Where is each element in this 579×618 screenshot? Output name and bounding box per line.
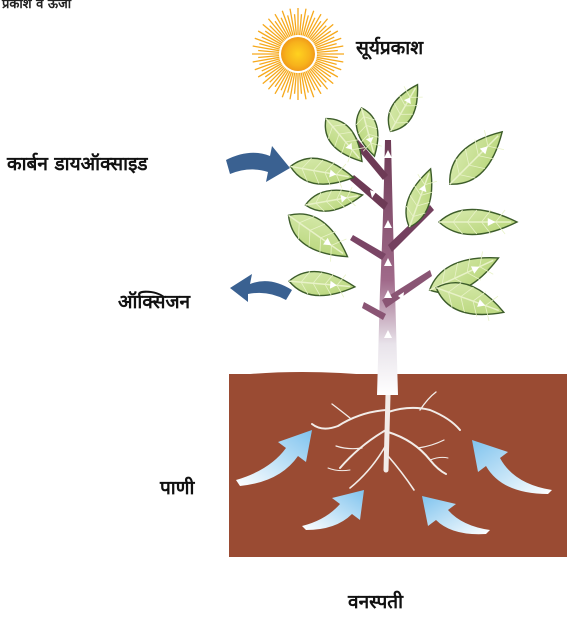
leaf <box>288 269 356 298</box>
leaf <box>440 122 513 195</box>
water-label: पाणी <box>160 474 194 500</box>
caption-label: वनस्पती <box>348 588 403 614</box>
carbon-dioxide-arrow <box>226 146 290 182</box>
leaf <box>304 185 365 215</box>
oxygen-arrow <box>230 274 292 302</box>
leaf <box>280 204 355 269</box>
sunlight-label: सूर्यप्रकाश <box>356 34 423 60</box>
carbon-dioxide-label: कार्बन डायऑक्साइड <box>7 150 148 176</box>
leaf <box>381 79 427 137</box>
leaves <box>280 79 517 325</box>
oxygen-label: ऑक्सिजन <box>118 288 190 314</box>
sun-icon <box>252 8 344 100</box>
leaf <box>439 210 517 235</box>
stem <box>350 136 434 395</box>
leaf <box>288 154 355 190</box>
